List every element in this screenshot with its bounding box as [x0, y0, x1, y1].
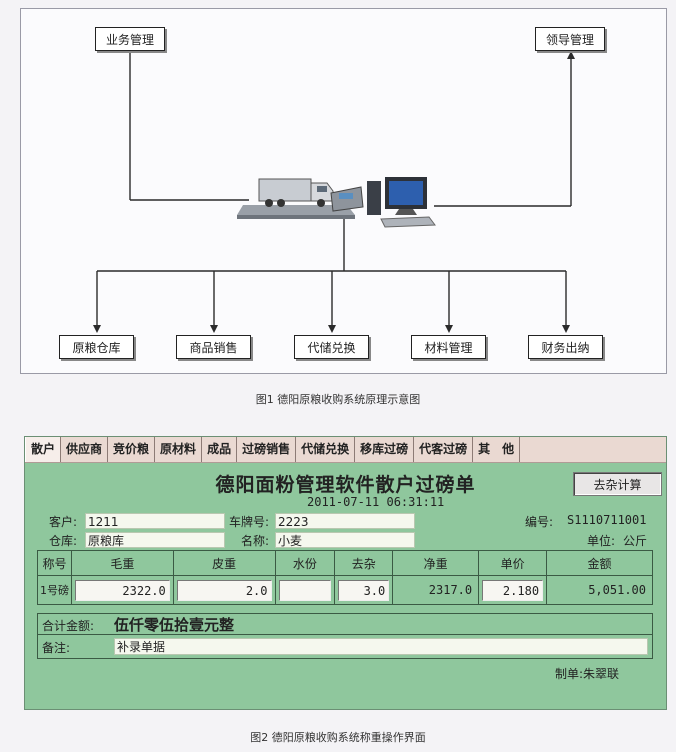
remark-row: 备注: 补录单据 [37, 635, 653, 659]
total-row: 合计金额: 伍仟零伍拾壹元整 [37, 613, 653, 635]
impurity-cell-wrap: 3.0 [334, 575, 394, 605]
net-value: 2317.0 [428, 582, 473, 597]
col-price: 单价 [478, 550, 548, 576]
impurity-input[interactable]: 3.0 [338, 579, 390, 601]
tab-bar: 散户 供应商 竞价粮 原材料 成品 过磅销售 代储兑换 移库过磅 代客过磅 其 … [25, 437, 666, 463]
unit-label: 单位: [587, 534, 616, 548]
tare-cell-wrap: 2.0 [172, 575, 276, 605]
total-label: 合计金额: [42, 619, 95, 633]
business-management-box: 业务管理 [95, 27, 165, 51]
weighing-table: 称号 毛重 皮重 水份 去杂 净重 单价 金额 1号磅 2322.0 2.0 3… [37, 550, 653, 605]
number-value: S1110711001 [567, 513, 647, 527]
system-diagram: 业务管理 领导管理 原粮仓库 商品销售 代储兑换 材料管理 财务出纳 [20, 8, 667, 374]
table-row: 1号磅 2322.0 2.0 3.0 2317.0 2.180 5,051.00 [37, 575, 653, 605]
weighing-window: 散户 供应商 竞价粮 原材料 成品 过磅销售 代储兑换 移库过磅 代客过磅 其 … [24, 436, 667, 710]
warehouse-field[interactable]: 原粮库 [85, 532, 225, 548]
col-impurity: 去杂 [334, 550, 394, 576]
maker-value: 朱翠联 [583, 667, 620, 681]
remark-label: 备注: [42, 641, 71, 655]
warehouse-label: 仓库: [49, 534, 78, 548]
plate-field[interactable]: 2223 [275, 513, 415, 529]
unit-value: 公斤 [623, 534, 648, 548]
total-amount-words: 伍仟零伍拾壹元整 [114, 616, 235, 634]
storage-exchange-box: 代储兑换 [294, 335, 369, 359]
commodity-sales-box: 商品销售 [176, 335, 251, 359]
tab-bid-grain[interactable]: 竞价粮 [108, 437, 156, 462]
computer-icon [367, 177, 436, 228]
plate-label: 车牌号: [229, 515, 270, 529]
raw-grain-warehouse-box: 原粮仓库 [59, 335, 134, 359]
gross-input[interactable]: 2322.0 [74, 579, 170, 601]
tab-storage-exchange[interactable]: 代储兑换 [296, 437, 356, 462]
name-field[interactable]: 小麦 [275, 532, 415, 548]
price-input[interactable]: 2.180 [482, 579, 544, 601]
tab-raw-material[interactable]: 原材料 [155, 437, 203, 462]
price-cell-wrap: 2.180 [478, 575, 548, 605]
col-tare: 皮重 [172, 550, 276, 576]
truck-scale-illustration [237, 178, 355, 219]
tab-proxy-weighing[interactable]: 代客过磅 [414, 437, 474, 462]
remark-field[interactable]: 补录单据 [114, 638, 648, 655]
figure1-caption: 图1 德阳原粮收购系统原理示意图 [255, 393, 421, 406]
col-scale: 称号 [37, 550, 72, 576]
col-gross: 毛重 [70, 550, 174, 576]
col-net: 净重 [392, 550, 480, 576]
tab-finished-product[interactable]: 成品 [202, 437, 238, 462]
customer-label: 客户: [49, 515, 78, 529]
amount-value: 5,051.00 [588, 582, 646, 597]
connector-lines [93, 50, 575, 333]
moisture-cell-wrap [274, 575, 336, 605]
leadership-management-box: 领导管理 [535, 27, 605, 51]
scale-cell: 1号磅 [37, 575, 72, 605]
tab-retail[interactable]: 散户 [25, 437, 62, 462]
figure2-caption: 图2 德阳原粮收购系统称重操作界面 [250, 731, 426, 744]
col-amount: 金额 [546, 550, 653, 576]
moisture-input[interactable] [278, 579, 332, 601]
maker-label: 制单: [555, 667, 584, 681]
table-header-row: 称号 毛重 皮重 水份 去杂 净重 单价 金额 [37, 550, 653, 576]
tab-other[interactable]: 其 他 [473, 437, 521, 462]
timestamp: 2011-07-11 06:31:11 [307, 495, 445, 509]
form-title: 德阳面粉管理软件散户过磅单 [215, 474, 476, 496]
finance-cashier-box: 财务出纳 [528, 335, 603, 359]
amount-cell-wrap: 5,051.00 [546, 575, 653, 605]
weighing-indicator-icon [330, 186, 364, 212]
name-label: 名称: [241, 534, 270, 548]
impurity-calc-button[interactable]: 去杂计算 [573, 472, 662, 496]
net-cell-wrap: 2317.0 [392, 575, 480, 605]
customer-field[interactable]: 1211 [85, 513, 225, 529]
tab-transfer-weighing[interactable]: 移库过磅 [355, 437, 415, 462]
col-moisture: 水份 [274, 550, 336, 576]
materials-management-box: 材料管理 [411, 335, 486, 359]
tab-weighing-sales[interactable]: 过磅销售 [237, 437, 297, 462]
number-label: 编号: [525, 515, 554, 529]
tab-supplier[interactable]: 供应商 [61, 437, 109, 462]
maker-info: 制单:朱翠联 [555, 665, 619, 682]
tare-input[interactable]: 2.0 [176, 579, 272, 601]
gross-cell-wrap: 2322.0 [70, 575, 174, 605]
